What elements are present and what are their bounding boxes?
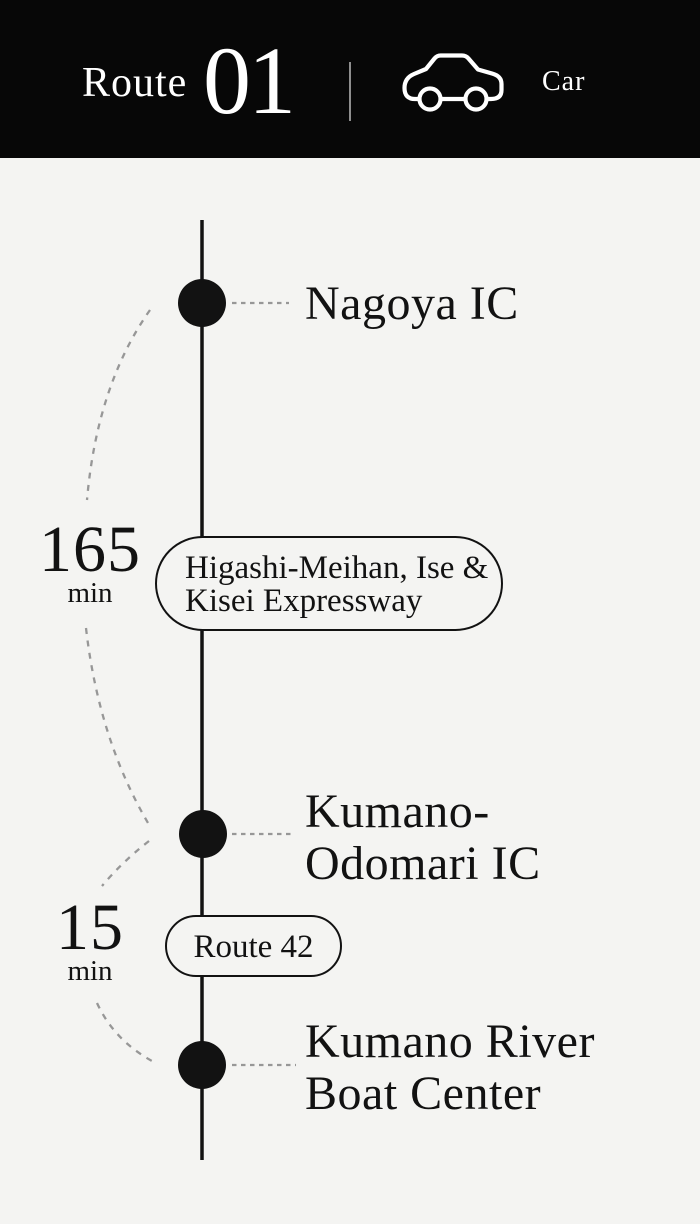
- duration-value: 15: [56, 891, 124, 964]
- travel-mode-label: Car: [542, 66, 586, 97]
- road-name-line: Route 42: [193, 928, 314, 965]
- road-pill-route-42: Route 42: [165, 915, 342, 977]
- duration-bracket-15-bottom: [95, 1002, 153, 1063]
- stop-label-kumano-river-boat-center: Kumano River Boat Center: [305, 1016, 595, 1120]
- stop-dot-nagoya: [178, 279, 226, 327]
- stop-label-line: Nagoya IC: [305, 277, 519, 330]
- stop-label-line: Kumano River: [305, 1015, 595, 1068]
- stop-label-line: Boat Center: [305, 1067, 542, 1120]
- car-icon: [402, 53, 504, 112]
- header: Route 01 Car: [0, 0, 700, 158]
- road-name-line: Kisei Expressway: [185, 583, 423, 619]
- road-name-line: Higashi-Meihan, Ise &: [185, 550, 489, 586]
- duration-165-min: 165 min: [30, 513, 150, 609]
- stop-label-line: Kumano-: [305, 785, 490, 838]
- duration-value: 165: [39, 513, 141, 586]
- duration-unit: min: [67, 577, 113, 609]
- road-pill-expressway: Higashi-Meihan, Ise & Kisei Expressway: [155, 536, 503, 631]
- duration-unit: min: [67, 955, 113, 987]
- duration-15-min: 15 min: [30, 891, 150, 987]
- route-label: Route: [82, 60, 188, 106]
- header-divider: [349, 62, 351, 121]
- stop-label-kumano-odomari-ic: Kumano- Odomari IC: [305, 786, 541, 890]
- stop-dot-odomari: [179, 810, 227, 858]
- route-number: 01: [203, 27, 296, 134]
- stop-label-line: Odomari IC: [305, 837, 541, 890]
- duration-bracket-165-top: [85, 309, 151, 501]
- stop-dot-boat-center: [178, 1041, 226, 1089]
- stop-label-nagoya-ic: Nagoya IC: [305, 278, 519, 330]
- duration-bracket-15-top: [101, 840, 150, 887]
- duration-bracket-165-bottom: [84, 627, 152, 829]
